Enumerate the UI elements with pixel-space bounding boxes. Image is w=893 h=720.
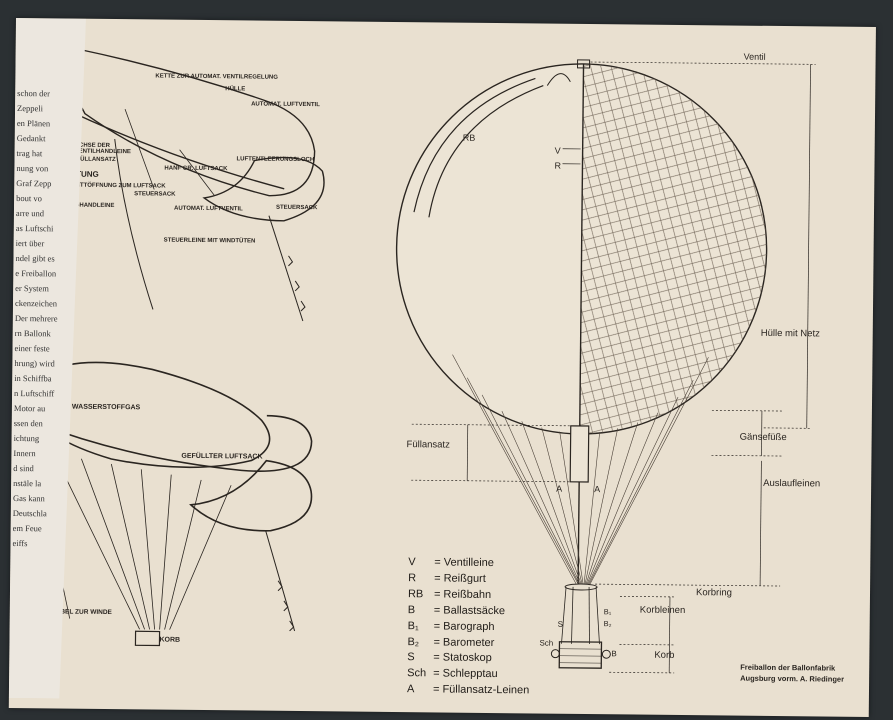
facing-page-line: trag hat [16,148,43,159]
label-steuerleine: STEUERLEINE MIT WINDTÜTEN [164,237,256,245]
legend-row: B₁= Barograph [407,619,495,633]
facing-page-line: nung von [16,163,49,174]
label-achse: ACHSE DER [75,143,111,149]
legend-row: S= Statoskop [407,651,492,665]
facing-page-line: en Plänen [16,118,51,129]
label-korbleinen: Korbleinen [640,605,686,616]
legend-row: B₂= Barometer [407,635,495,649]
legend: V= Ventilleine R= Reißgurt RB= Reißbahn … [407,555,531,699]
legend-row: RB= Reißbahn [407,587,492,601]
facing-page-line: d sind [13,462,34,474]
label-rb: RB [463,133,476,143]
label-kette: KETTE ZUR AUTOMAT. VENTILREGELUNG [155,73,278,80]
legend-row: A= Füllansatz-Leinen [406,683,530,697]
facing-page-line: hrung) wird [14,358,55,369]
label-luftentleerung: LUFTENTLEERUNGSLOCH [237,156,315,163]
facing-page-line: Innern [13,447,36,459]
facing-page-line: Motor au [13,402,46,414]
label-eintritt: EINTRITTÖFFNUNG ZUM LUFTSACK [60,181,166,189]
label-b: B [611,649,616,658]
facing-page-line: arre und [15,208,45,219]
label-a-right: A [594,484,600,494]
facing-page-line: ichtung [13,432,40,444]
facing-page-line: Zeppeli [17,103,44,114]
legend-row: Sch= Schlepptau [407,667,498,681]
label-r: R [554,161,561,171]
label-huelle-netz: Hülle mit Netz [761,328,820,340]
legend-row: R= Reißgurt [408,572,486,585]
label-steuersack-b: STEUERSACK [276,205,318,211]
top-diagram-labels: KETTE ZUR AUTOMAT. VENTILREGELUNG HÜLLE … [56,73,320,245]
facing-page-line: in Schiffba [14,373,52,384]
label-hanf: HANF GR. LUFTSACK [164,166,228,173]
facing-page-line: n Luftschiff [14,388,55,399]
facing-page-line: nstäle la [13,477,42,489]
facing-page-line: einer feste [14,343,50,354]
top-airship-diagram [71,47,325,322]
label-richtung: HTUNG [70,170,99,179]
legend-row: V= Ventilleine [408,556,495,570]
book-page: KETTE ZUR AUTOMAT. VENTILREGELUNG HÜLLE … [8,18,876,717]
label-b1: B₁ [604,607,612,616]
label-korbring: Korbring [696,587,732,598]
label-luftsack: GEFÜLLTER LUFTSACK [181,451,262,461]
label-huelle: HÜLLE [225,85,245,92]
bottom-diagram-labels: WASSERSTOFFGAS GEFÜLLTER LUFTSACK HALTEK… [30,404,263,644]
facing-page-line: Gedankt [16,133,46,144]
facing-page-line: rn Ballonk [14,328,51,339]
label-v: V [555,146,561,156]
credit-line-2: Augsburg vorm. A. Riedinger [740,673,845,684]
label-ventilhandleine-b: VENTIL-HANDLEINE [56,202,114,209]
facing-page-line: em Feue [12,522,42,534]
label-steuersack-a: STEUERSACK [134,191,176,197]
facing-page-line: as Luftschi [15,223,54,234]
balloon-drawing [395,59,769,669]
label-auslaufleinen: Auslaufleinen [763,478,820,490]
facing-page-line: Der mehrere [14,313,58,324]
label-s: S [558,620,563,629]
figure-credit: Freiballon der Ballonfabrik Augsburg vor… [740,662,844,685]
label-a-left: A [556,484,562,494]
facing-page-line: Graf Zepp [16,178,52,189]
facing-page-line: e Freiballon [15,268,57,279]
facing-page-line: iert über [15,238,45,249]
label-korb: Korb [654,650,674,661]
facing-page-line: Gas kann [12,492,45,504]
facing-page-line: schon der [17,88,51,99]
label-ventilhandleine-a: VENTILHANDLEINE [75,149,131,156]
balloon-labels: RB V R Ventil Hülle mit Netz Füllansatz … [406,52,820,661]
facing-page-line: ndel gibt es [15,253,55,264]
facing-page-line: ckenzeichen [14,298,58,309]
facing-page-line: er System [15,283,49,294]
technical-illustration: KETTE ZUR AUTOMAT. VENTILREGELUNG HÜLLE … [29,47,820,674]
facing-page-line: ssen den [13,417,43,429]
label-gaensefuesse: Gänsefüße [740,432,787,443]
label-korb-left: KORB [159,637,180,644]
label-fuellansatz-top: FÜLLANSATZ [76,156,116,163]
label-wasserstoffgas: WASSERSTOFFGAS [72,404,141,412]
label-luftventil-top: AUTOMAT. LUFTVENTIL [251,101,320,108]
dimension-lines [411,61,816,674]
label-ventil: Ventil [744,52,766,62]
label-b2: B₂ [604,619,612,628]
facing-page-line: eiffs [12,537,28,549]
label-fuellansatz: Füllansatz [406,439,450,450]
legend-row: B= Ballastsäcke [407,603,506,617]
label-sch: Sch [539,639,553,648]
facing-page-line: bout vo [16,193,42,204]
label-haltekabel: HALTEKABEL ZUR WINDE [30,608,113,616]
facing-page-line: Deutschla [12,507,47,519]
label-luftventil-b: AUTOMAT. LUFTVENTIL [174,206,243,213]
